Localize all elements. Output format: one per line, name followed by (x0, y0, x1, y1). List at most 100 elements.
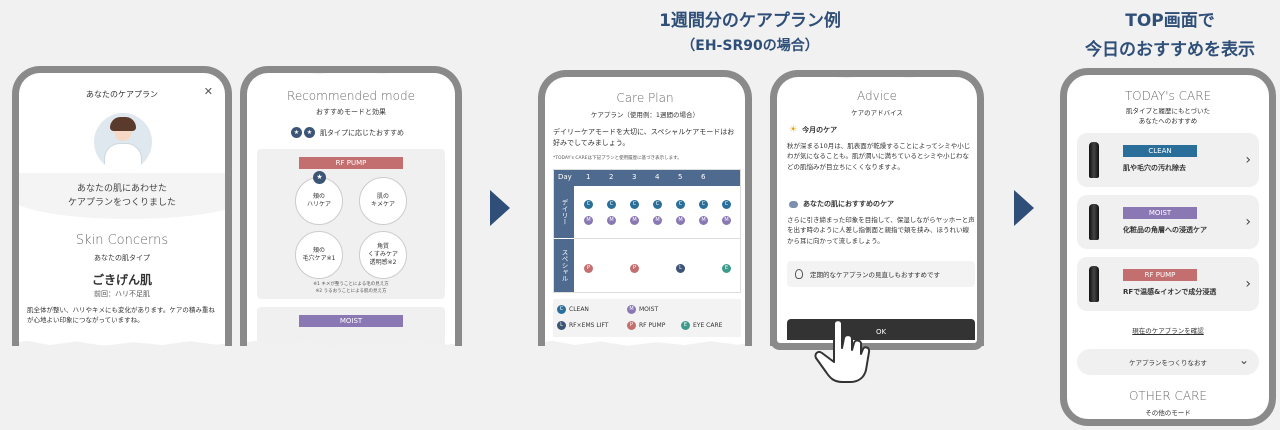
dot-rf-pump: P (630, 264, 639, 273)
row-label-special: スペシャル (554, 238, 574, 292)
row-label-special-text: スペシャル (560, 249, 568, 282)
lightbulb-icon (795, 269, 803, 279)
dot-moist: M (722, 216, 731, 225)
current-plan-link[interactable]: 現在のケアプランを確認 (1132, 327, 1204, 335)
row-divider (574, 238, 740, 239)
ok-button-label: OK (875, 328, 887, 336)
dot-moist: M (630, 216, 639, 225)
screen3-title: Care Plan (616, 91, 674, 105)
screen4-title: Advice (856, 89, 898, 103)
care-card-rf-pump[interactable]: RF PUMP RFで温感&イオンで成分浸透 › (1077, 257, 1259, 311)
dot-moist: M (676, 216, 685, 225)
previous-skin-type: 前回：ハリ不足肌 (94, 290, 150, 298)
headline-top-line2: 今日のおすすめを表示 (1085, 40, 1255, 60)
other-care-sub: その他のモード (1145, 409, 1191, 417)
legend-eye-icon: E (681, 321, 690, 330)
care-card-moist[interactable]: MOIST 化粧品の角層への浸透ケア › (1077, 195, 1259, 249)
screen2-title: Recommended mode (287, 89, 415, 103)
tip-card: 定期的なケアプランの見直しもおすすめです (787, 261, 975, 287)
dot-clean: C (653, 200, 662, 209)
dot-clean: C (630, 200, 639, 209)
screen-recommended-mode: Recommended mode おすすめモードと効果 ★ ★ 肌タイプに応じた… (240, 66, 462, 346)
effect-label: 頬の 毛穴ケア※1 (302, 247, 336, 262)
skin-match-text: 肌タイプに応じたおすすめ (320, 128, 404, 137)
chevron-down-icon: ⌄ (1238, 353, 1249, 367)
monthly-care-text: 秋が深まる10月は、肌表面が乾燥することによってシミや小じわが気になることも。肌… (787, 142, 971, 171)
effect-circle: 肌の キメケア (359, 177, 407, 225)
screen2-subtitle: おすすめモードと効果 (316, 108, 386, 116)
legend-rf-pump-icon: P (627, 321, 636, 330)
recommended-care-text: さらに引き締まった印象を目指して、保湿しながらヤッホーと声を出す時のように人差し… (787, 216, 975, 245)
care-card-clean[interactable]: CLEAN 肌や毛穴の汚れ除去 › (1077, 133, 1259, 187)
recommended-care-title-row: あなたの肌におすすめのケア (789, 199, 894, 209)
hand-tap-icon (814, 319, 871, 383)
chevron-right-icon: › (1245, 214, 1251, 230)
legend-moist-icon: M (627, 305, 636, 314)
dot-clean: C (722, 200, 731, 209)
tip-text: 定期的なケアプランの見直しもおすすめです (810, 271, 940, 279)
skin-type-value: ごきげん肌 (91, 273, 152, 287)
chevron-right-icon: › (1245, 276, 1251, 292)
todays-care-sub-line1: 肌タイプと履歴にもとづいた (1125, 107, 1211, 115)
day-number: 4 (655, 173, 660, 181)
dot-moist: M (607, 216, 616, 225)
headline-care-plan-line2: （EH-SR90の場合） (681, 38, 819, 54)
remake-plan-label: ケアプランをつくりなおす (1129, 359, 1207, 367)
star-badge-icon: ★ (304, 127, 315, 138)
headline-care-plan-line1: 1週間分のケアプラン例 (659, 11, 841, 31)
skin-concerns-title: Skin Concerns (75, 233, 169, 248)
card-mode-label: RF PUMP (1123, 269, 1197, 281)
flow-arrow-icon (1014, 190, 1034, 226)
effect-note-2: ※2 うるおうことによる肌の見え方 (315, 289, 387, 294)
effect-circle: 頬の ハリケア (295, 177, 343, 225)
device-icon (1089, 142, 1099, 178)
screen1-intro-line2: ケアプランをつくりました (67, 197, 176, 208)
effect-circle: 角質 くすみケア 透明感※2 (359, 231, 407, 279)
dot-moist: M (699, 216, 708, 225)
effect-label: 肌の キメケア (370, 193, 395, 208)
legend-eye: EYE CARE (693, 322, 723, 329)
skin-concerns-sub: あなたの肌タイプ (94, 254, 150, 262)
screen-care-plan-intro: あなたのケアプラン ✕ あなたの肌にあわせた ケアプランをつくりました Skin… (12, 66, 232, 346)
row-label-daily-text: デイリー (560, 199, 568, 225)
recommended-care-title: あなたの肌におすすめのケア (803, 200, 894, 208)
screen-top-todays-care: TODAY's CARE 肌タイプと履歴にもとづいた あなたへのおすすめ CLE… (1060, 68, 1276, 426)
dot-clean: C (607, 200, 616, 209)
day-number: 5 (678, 173, 683, 181)
day-number: 2 (609, 173, 614, 181)
dot-clean: C (584, 200, 593, 209)
dot-moist: M (584, 216, 593, 225)
sun-icon: ☀ (789, 125, 798, 135)
star-badge-icon: ★ (291, 127, 302, 138)
screen4-subtitle: ケアのアドバイス (851, 109, 903, 117)
speech-bubble-icon (789, 200, 798, 208)
device-icon (1089, 266, 1099, 302)
screen1-intro: あなたの肌にあわせた ケアプランをつくりました (19, 183, 225, 210)
day-number: 3 (632, 173, 637, 181)
effect-note-1: ※1 キメが整うことによる毛の見え方 (313, 282, 389, 287)
effect-label: 頬の ハリケア (306, 193, 331, 208)
skin-type-desc: 肌全体が整い、ハリやキメにも変化があります。ケアの積み重ねが心地よい印象につなが… (27, 306, 215, 325)
effect-label: 角質 くすみケア 透明感※2 (367, 243, 398, 266)
headline-care-plan: 1週間分のケアプラン例 （EH-SR90の場合） (600, 6, 900, 55)
moist-panel: MOIST (257, 307, 445, 346)
screen1-intro-line1: あなたの肌にあわせた (76, 184, 167, 194)
screen-care-plan-table: Care Plan ケアプラン（使用例：1週間の場合） デイリーケアモードを大切… (538, 70, 752, 346)
effect-circle: 頬の 毛穴ケア※1 (295, 231, 343, 279)
legend-rf-pump: RF PUMP (639, 322, 666, 329)
other-care-title: OTHER CARE (1128, 389, 1208, 403)
dot-clean: C (676, 200, 685, 209)
dot-rf-pump: P (584, 264, 593, 273)
remake-plan-dropdown[interactable]: ケアプランをつくりなおす ⌄ (1077, 349, 1259, 375)
todays-care-title: TODAY's CARE (1124, 89, 1212, 103)
monthly-care-title: 今月のケア (802, 126, 838, 134)
device-icon (1089, 204, 1099, 240)
legend-rf-ems-icon: L (557, 321, 566, 330)
effect-star-badge: ★ (313, 171, 326, 184)
dot-moist: M (653, 216, 662, 225)
screen3-note: *TODAY's CAREは下記プランと使用履歴に基づき表示します。 (553, 156, 682, 161)
close-icon[interactable]: ✕ (203, 85, 213, 98)
day-label: Day (558, 173, 572, 181)
intro-wave-bg (19, 173, 225, 219)
day-number: 6 (701, 173, 706, 181)
